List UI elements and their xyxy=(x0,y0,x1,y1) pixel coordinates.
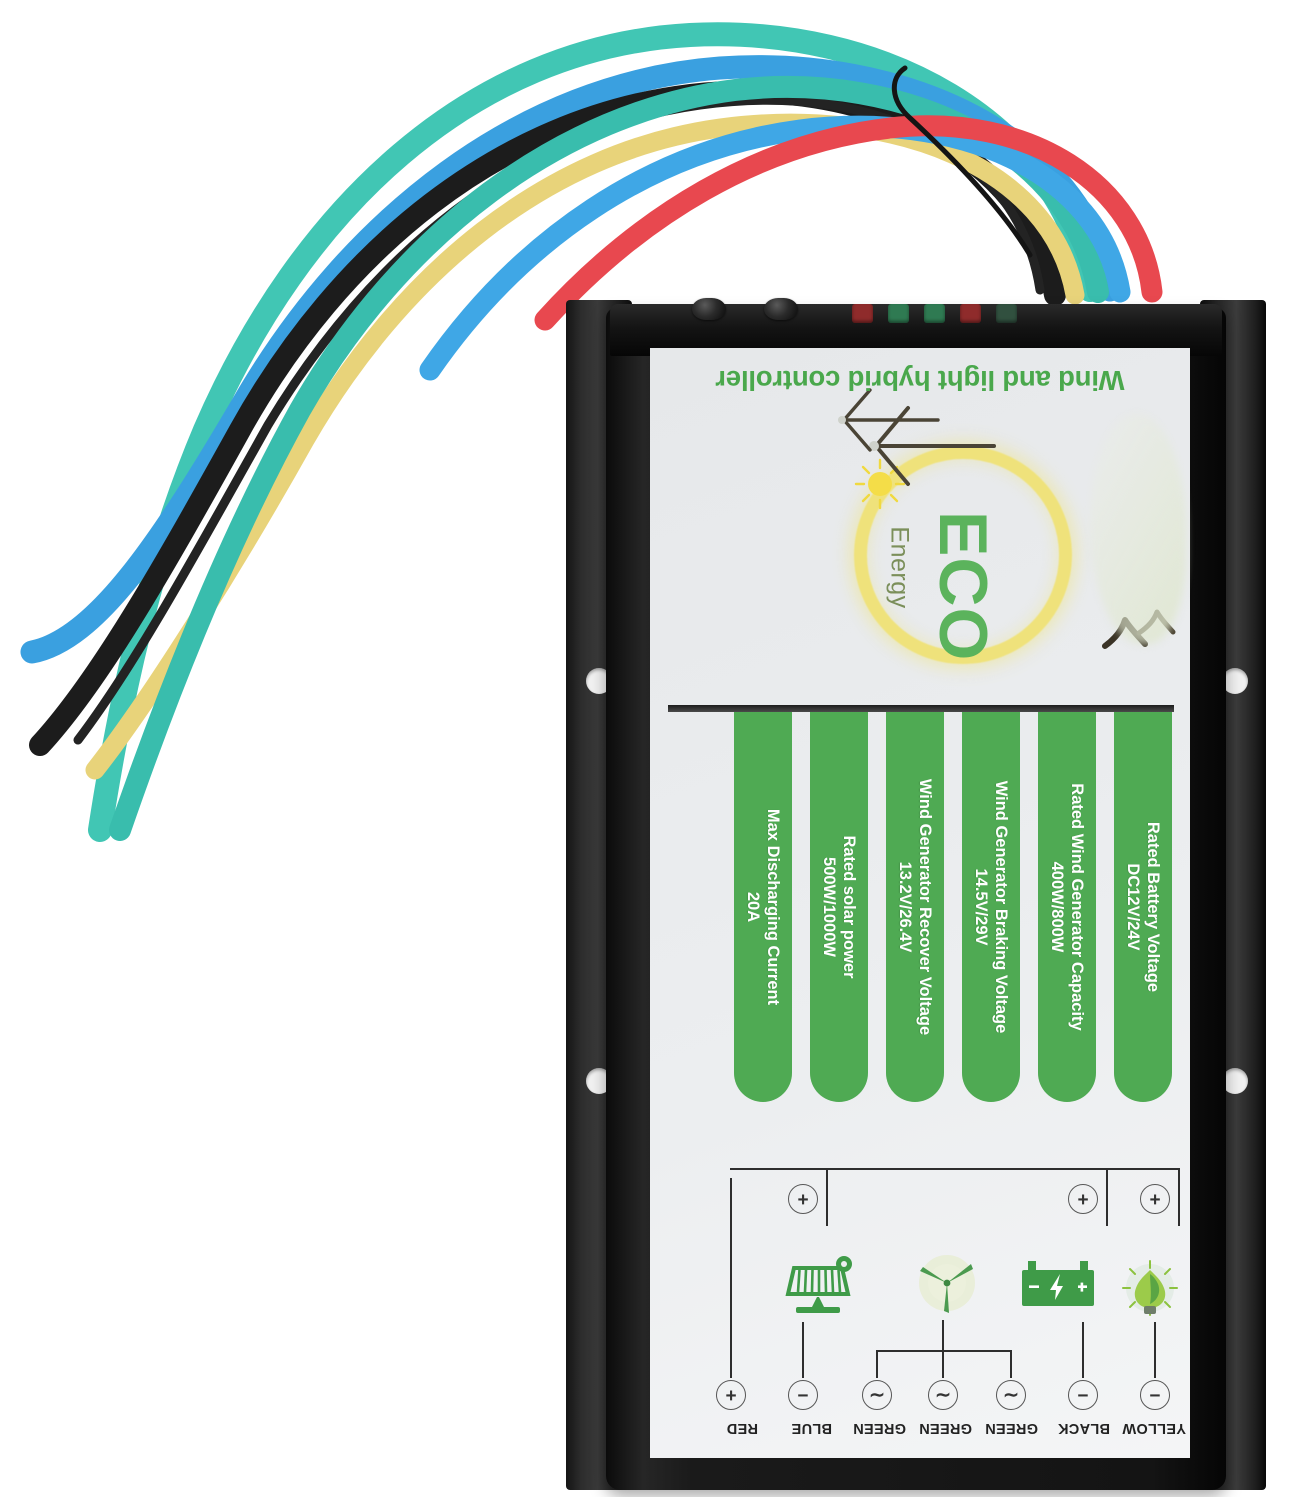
terminal-label-green-1: GREEN xyxy=(984,1420,1038,1436)
wind-recover-voltage: Wind Generator Recover Voltage 13.2V/26.… xyxy=(886,712,944,1102)
wire-blue-inner xyxy=(419,115,1131,381)
led-green-1 xyxy=(888,304,909,323)
trace-green-bus xyxy=(876,1349,1012,1352)
terminal-label-red: RED xyxy=(726,1420,758,1436)
trace-black xyxy=(1081,1322,1084,1378)
trace-red xyxy=(729,1178,732,1378)
trace-green-3 xyxy=(875,1350,878,1378)
solar-panel-icon xyxy=(785,1256,852,1313)
max-discharging-current: Max Discharging Current 20A xyxy=(734,712,792,1102)
trace-load-pos xyxy=(1177,1168,1180,1226)
rated-solar-power-text: Rated solar power 500W/1000W xyxy=(820,835,859,979)
logo-energy-word: Energy xyxy=(885,526,914,609)
red-terminal[interactable]: + xyxy=(716,1380,746,1410)
label-scuff xyxy=(1090,414,1186,644)
battery-positive[interactable]: + xyxy=(1068,1184,1098,1214)
max-discharging-current-text: Max Discharging Current 20A xyxy=(744,808,783,1006)
terminal-label-black: BLACK xyxy=(1057,1420,1110,1436)
turbine-sketch-large xyxy=(869,406,996,486)
wire-hook-detail xyxy=(891,65,1033,258)
mount-hole-bottom-right xyxy=(1222,1068,1248,1094)
terminal-diagram: YELLOW BLACK GREEN GREEN GREEN BLUE RED … xyxy=(650,1138,1190,1458)
led-green-2 xyxy=(924,304,945,323)
trace-green-down xyxy=(941,1320,944,1352)
trace-battery-pos xyxy=(1105,1168,1108,1226)
load-positive[interactable]: + xyxy=(1140,1184,1170,1214)
terminal-label-blue: BLUE xyxy=(791,1420,832,1436)
trace-green-2 xyxy=(941,1350,944,1378)
trace-solar-pos xyxy=(825,1168,828,1226)
trace-bottom-bus xyxy=(730,1167,1180,1170)
yellow-terminal[interactable]: − xyxy=(1140,1380,1170,1410)
battery-icon xyxy=(1022,1261,1094,1306)
sun-icon xyxy=(854,458,906,510)
screw-left xyxy=(692,298,726,320)
green-terminal-1[interactable]: ∼ xyxy=(996,1380,1026,1410)
solar-positive[interactable]: + xyxy=(788,1184,818,1214)
product-title: Wind and light hybrid controller xyxy=(715,365,1125,396)
blue-terminal[interactable]: − xyxy=(788,1380,818,1410)
rated-solar-power: Rated solar power 500W/1000W xyxy=(810,712,868,1102)
rated-battery-voltage-text: Rated Battery Voltage DC12V/24V xyxy=(1124,821,1163,993)
trace-blue xyxy=(801,1322,804,1378)
spec-divider-rule xyxy=(668,705,1174,712)
terminal-label-yellow: YELLOW xyxy=(1122,1420,1186,1436)
trace-green-1 xyxy=(1009,1350,1012,1378)
wind-recover-voltage-text: Wind Generator Recover Voltage 13.2V/26.… xyxy=(896,778,935,1036)
led-green-3 xyxy=(996,304,1017,323)
terminal-label-green-3: GREEN xyxy=(852,1420,906,1436)
rated-wind-generator-capacity: Rated Wind Generator Capacity 400W/800W xyxy=(1038,712,1096,1102)
green-terminal-3[interactable]: ∼ xyxy=(862,1380,892,1410)
black-terminal[interactable]: − xyxy=(1068,1380,1098,1410)
wire-red xyxy=(534,115,1163,331)
rated-battery-voltage: Rated Battery Voltage DC12V/24V xyxy=(1114,712,1172,1102)
spec-bar-group: Rated Battery Voltage DC12V/24V Rated Wi… xyxy=(668,712,1172,1102)
lamp-icon xyxy=(1122,1260,1178,1316)
wind-braking-voltage: Wind Generator Braking Voltage 14.5V/29V xyxy=(962,712,1020,1102)
product-label: YELLOW BLACK GREEN GREEN GREEN BLUE RED … xyxy=(650,348,1190,1458)
charge-controller-device: YELLOW BLACK GREEN GREEN GREEN BLUE RED … xyxy=(566,298,1266,1490)
screw-right xyxy=(764,298,798,320)
turbine-sketch-small xyxy=(838,388,940,452)
green-terminal-2[interactable]: ∼ xyxy=(928,1380,958,1410)
rated-wind-generator-capacity-text: Rated Wind Generator Capacity 400W/800W xyxy=(1048,783,1087,1031)
led-red-2 xyxy=(960,304,981,323)
led-red-1 xyxy=(852,304,873,323)
wind-braking-voltage-text: Wind Generator Braking Voltage 14.5V/29V xyxy=(972,780,1011,1034)
trace-yellow xyxy=(1153,1322,1156,1378)
logo-eco-word: ECO xyxy=(925,511,1001,662)
wind-turbine-icon xyxy=(919,1255,975,1313)
mount-hole-top-right xyxy=(1222,668,1248,694)
terminal-label-green-2: GREEN xyxy=(918,1420,972,1436)
eco-energy-logo: ECO Energy xyxy=(650,348,1190,692)
